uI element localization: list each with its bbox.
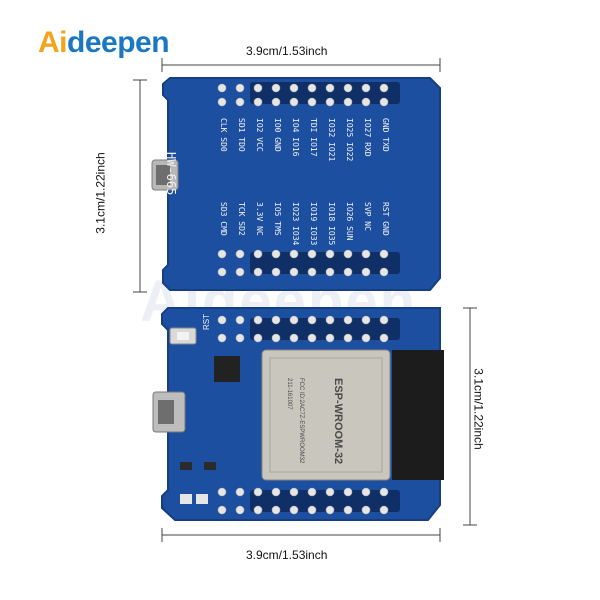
rst-label: RST: [202, 314, 211, 330]
logo-part-1: Ai: [38, 26, 68, 59]
module-fcc-label: FCC ID:2AC7Z-ESPWROOM32: [298, 378, 304, 464]
module-antenna: [392, 350, 444, 480]
module-name-label: ESP-WROOM-32: [332, 378, 344, 465]
bottom-board: [152, 307, 444, 521]
right-height-label: 3.1cm/1.22inch: [471, 368, 486, 450]
pin-label-left-col-6: TDI IO17: [309, 118, 318, 157]
bottom-pin-row: [250, 252, 400, 274]
board-model-label: HW-665: [164, 152, 178, 196]
left-height-label: 3.1cm/1.22inch: [93, 152, 108, 234]
pin-label-left-col-5: IO4 IO16: [291, 118, 300, 157]
pin-label-right-col-5: IO23 IO34: [291, 202, 300, 246]
bottom-dimension-line: [161, 528, 441, 542]
top-board: [151, 77, 441, 291]
pin-label-left-col-9: IO27 RXD: [363, 118, 372, 157]
top-dimension-line: [161, 58, 441, 72]
pin-label-right-col-10: RST GND: [381, 202, 390, 236]
right-dimension-line: [463, 307, 477, 526]
esp32-module: [261, 349, 391, 481]
pin-label-left-col-10: GND TXD: [381, 118, 390, 152]
bottom-board-pins: [217, 315, 389, 515]
top-board-pins: [217, 83, 389, 277]
pin-label-right-col-8: IO26 SUN: [345, 202, 354, 241]
pin-label-left-col-4: IO0 GND: [273, 118, 282, 152]
pin-label-right-col-9: SVP NC: [363, 202, 372, 231]
pin-label-left-col-8: IO25 IO22: [345, 118, 354, 162]
bottom-width-label: 3.9cm/1.53inch: [246, 548, 328, 562]
pin-label-block: CLK SD0 SD1 TDO IO2 VCC IO0 GND IO4 IO16…: [219, 110, 408, 250]
top-width-label: 3.9cm/1.53inch: [246, 44, 328, 58]
pin-label-right-col-2: TCK SD2: [237, 202, 246, 236]
pin-label-right-col-7: IO18 IO35: [327, 202, 336, 246]
pin-label-left-col: CLK SD0: [219, 118, 228, 152]
pin-label-left-col-2: SD1 TDO: [237, 118, 246, 152]
left-dimension-line: [133, 79, 147, 293]
pin-label-right-col: SD3 CMD: [219, 202, 228, 236]
pin-label-left-col-3: IO2 VCC: [255, 118, 264, 152]
module-code-label: 211-161007: [286, 378, 292, 410]
pin-label-left-col-7: IO32 IO21: [327, 118, 336, 162]
usb-uart-chip: [214, 356, 240, 382]
brand-logo: Aideepen: [38, 26, 170, 60]
pin-label-right-col-6: IO19 IO33: [309, 202, 318, 246]
module-label-block: ESP-WROOM-32 FCC ID:2AC7Z-ESPWROOM32 211…: [286, 370, 380, 470]
pin-label-right-col-4: IO5 TMS: [273, 202, 282, 236]
pin-label-right-col-3: 3.3V NC: [255, 202, 264, 236]
logo-part-2: deepen: [67, 26, 170, 59]
